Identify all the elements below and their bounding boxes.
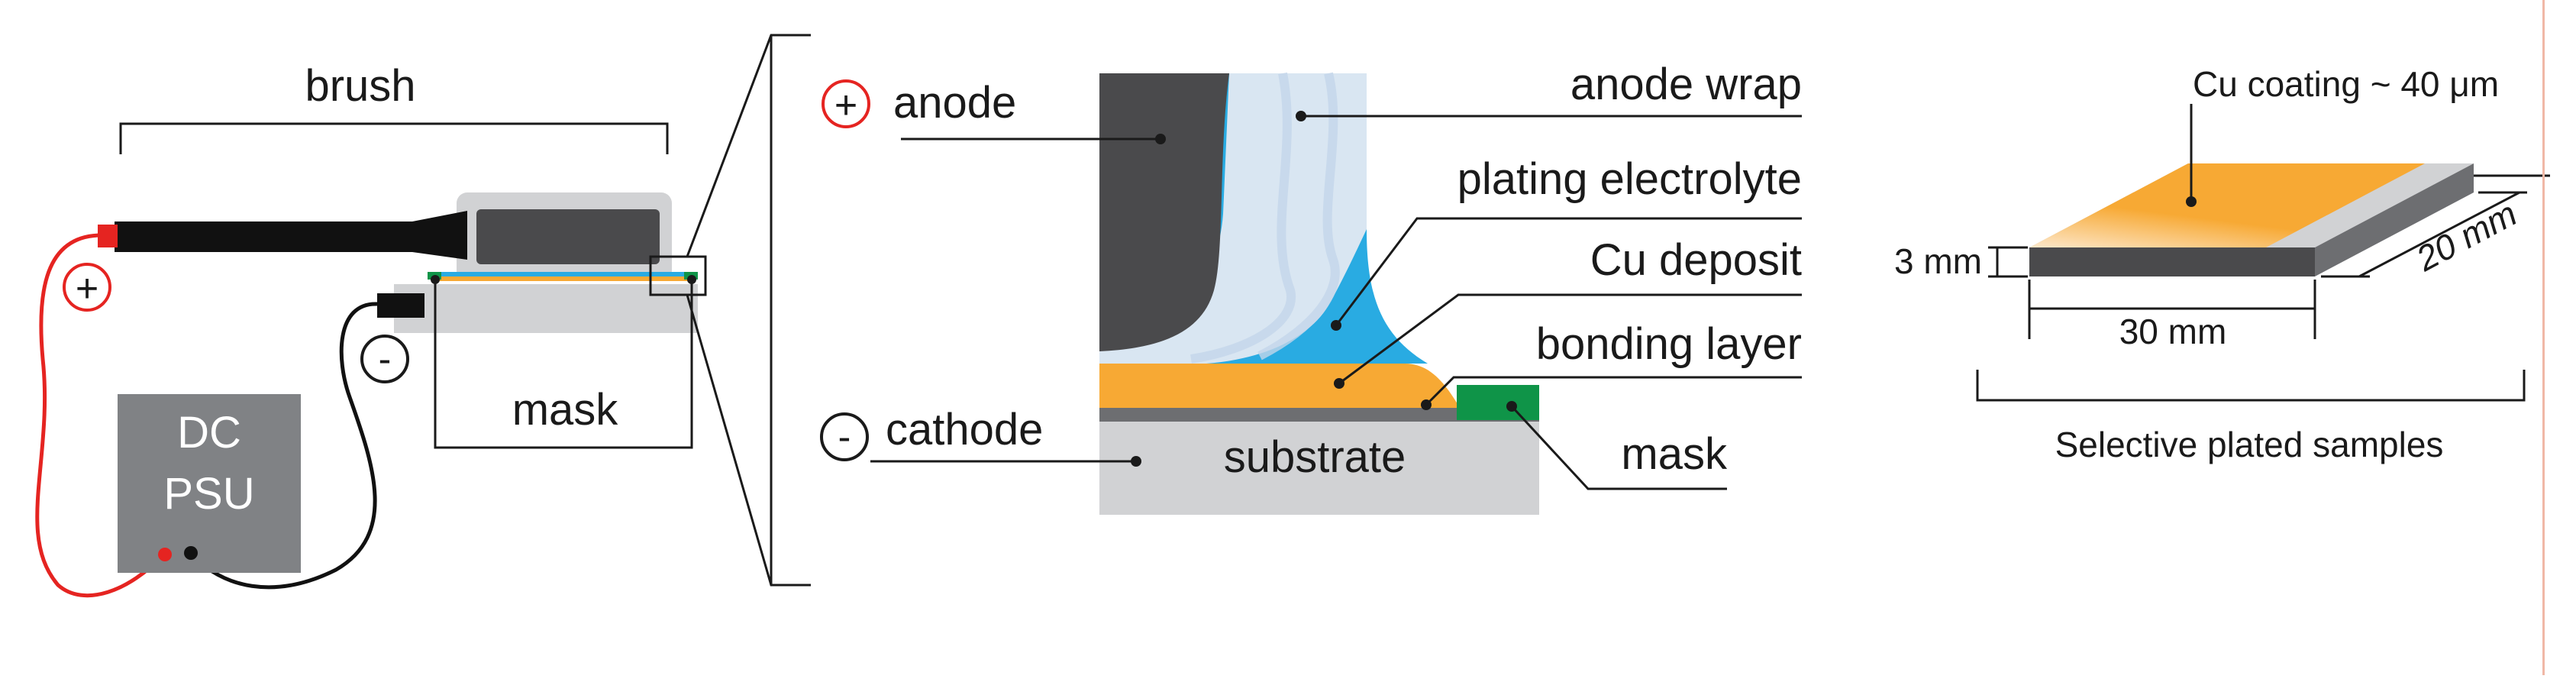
cross-section: substrate + - [820, 60, 1802, 515]
mask-label-section: mask [1621, 429, 1728, 479]
mask-leader [434, 280, 693, 449]
negative-wire [189, 302, 378, 590]
brush-handle [115, 211, 467, 260]
psu-box [118, 394, 301, 573]
anode-wrap-streak-1 [1190, 72, 1296, 364]
caption-bracket [1976, 370, 2526, 402]
zoom-box [649, 255, 707, 296]
sample-front-face [2029, 247, 2315, 276]
brush-setup: brush mask DC PSU + - [35, 61, 707, 598]
cathode-label: cathode [886, 405, 1043, 454]
anode-wrap-streak-2 [1257, 72, 1340, 361]
anode-sign-circle [822, 79, 870, 128]
anode-sign: + [834, 83, 857, 128]
sample-caption: Selective plated samples [2055, 425, 2444, 464]
deposit-label: Cu deposit [1590, 235, 1802, 285]
zoom-connectors [686, 34, 811, 587]
cathode-sign-circle [820, 412, 869, 461]
bonding-layer [1099, 408, 1539, 422]
length-label: 30 mm [2119, 312, 2227, 351]
zoom-line-bottom [686, 294, 811, 587]
electrolyte-film [438, 272, 693, 276]
mask-leader-section [1510, 405, 1727, 490]
copper-film [432, 276, 693, 281]
electrolyte-leader [1335, 217, 1802, 326]
copper-coating [2029, 163, 2425, 247]
copper-deposit [1099, 364, 1460, 408]
anode-wrap-label: anode wrap [1570, 60, 1802, 109]
electrolyte-label: plating electrolyte [1457, 154, 1802, 204]
sample-side-face [2315, 163, 2474, 276]
anode-block [476, 209, 660, 264]
anode-wrap-section [1099, 73, 1367, 364]
minus-sign-circle [360, 335, 409, 383]
psu-negative-terminal [184, 546, 198, 560]
sample-geometry: Cu coating ~ 40 μm 3 mm 30 mm 20 mm Sele… [1894, 64, 2550, 464]
substrate-section [1099, 422, 1539, 515]
cathode-clip [377, 293, 424, 318]
psu-text-psu: PSU [163, 469, 254, 519]
substrate-block [394, 284, 698, 333]
bonding-leader [1425, 376, 1802, 406]
deposit-leader [1338, 293, 1802, 385]
mask-section [1457, 385, 1539, 420]
coating-label: Cu coating ~ 40 μm [2193, 64, 2499, 104]
brush-bracket [119, 122, 669, 154]
anode-section [1099, 73, 1229, 351]
positive-wire [35, 233, 165, 598]
substrate-label: substrate [1224, 432, 1406, 482]
anode-label: anode [893, 78, 1016, 128]
right-edge-line [2542, 0, 2545, 675]
zoom-line-top [686, 34, 811, 257]
psu-text-dc: DC [177, 408, 241, 458]
width-arrow [2358, 191, 2520, 278]
thickness-label: 3 mm [1894, 241, 1982, 281]
plus-sign: + [76, 267, 98, 311]
brush-label: brush [305, 61, 415, 111]
plus-sign-circle [63, 263, 111, 312]
positive-terminal [98, 225, 118, 247]
psu-positive-terminal [158, 548, 172, 561]
mask-label-left: mask [512, 385, 619, 435]
minus-sign: - [379, 338, 392, 380]
bonding-label: bonding layer [1536, 319, 1802, 369]
cathode-sign: - [838, 415, 851, 458]
